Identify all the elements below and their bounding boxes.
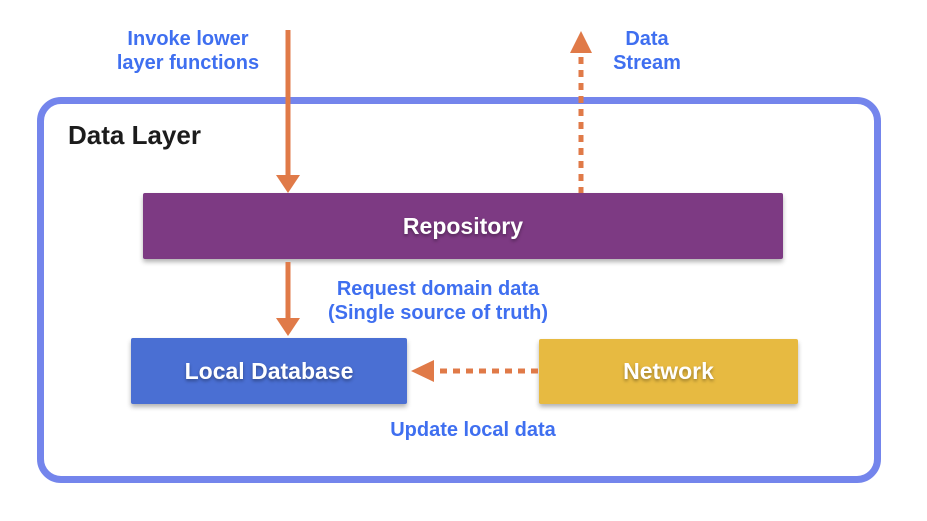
repository-node-label: Repository xyxy=(402,212,524,239)
network-node-label: Network xyxy=(623,358,714,384)
invoke-annotation-line2: layer functions xyxy=(116,52,260,74)
local-database-node-label: Local Database xyxy=(184,357,354,384)
update-annotation-text: Update local data xyxy=(390,419,556,441)
update-annotation: Update local data xyxy=(383,418,563,442)
request-annotation-line1: Request domain data xyxy=(336,278,540,300)
request-annotation-line2: (Single source of truth) xyxy=(328,302,548,324)
data-layer-title: Data Layer xyxy=(68,120,201,150)
data-stream-annotation-line2: Stream xyxy=(613,52,681,74)
data-stream-annotation-line1: Data xyxy=(625,28,669,50)
data-stream-annotation: Data Stream xyxy=(602,27,692,75)
data-layer-container xyxy=(37,97,881,483)
request-annotation: Request domain data (Single source of tr… xyxy=(313,277,563,325)
repository-node: Repository xyxy=(143,193,783,259)
invoke-annotation: Invoke lower layer functions xyxy=(103,27,273,75)
network-node: Network xyxy=(539,339,798,404)
local-database-node: Local Database xyxy=(131,338,407,404)
invoke-annotation-line1: Invoke lower xyxy=(127,28,249,50)
